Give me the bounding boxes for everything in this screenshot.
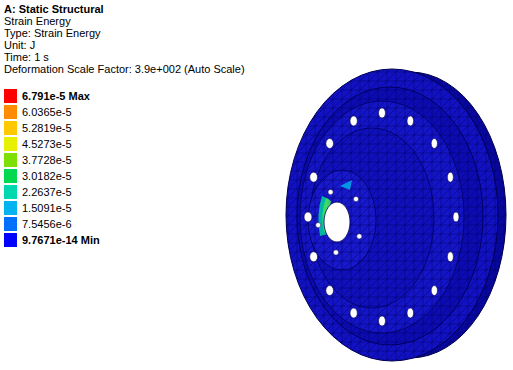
vent-hole <box>447 172 453 182</box>
legend-value: 4.5273e-5 <box>22 138 72 150</box>
legend-swatch <box>4 105 17 119</box>
vent-hole <box>453 212 459 222</box>
analysis-title: A: Static Structural <box>4 3 104 15</box>
vent-hole <box>326 138 334 148</box>
lug-hole <box>357 234 362 239</box>
legend-value: 2.2637e-5 <box>22 186 72 198</box>
vent-hole <box>447 252 453 262</box>
legend-swatch <box>4 137 17 151</box>
legend-value: 3.0182e-5 <box>22 170 72 182</box>
lug-hole <box>316 222 321 227</box>
legend-value: 6.0365e-5 <box>22 106 72 118</box>
vent-hole <box>350 116 357 126</box>
wheel <box>270 65 510 365</box>
legend-value: 6.791e-5 Max <box>22 90 90 102</box>
lug-hole <box>333 250 338 255</box>
vent-hole <box>304 212 312 222</box>
vent-hole <box>310 172 318 182</box>
legend-value: 5.2819e-5 <box>22 122 72 134</box>
legend-swatch <box>4 153 17 167</box>
legend-swatch <box>4 233 17 247</box>
result-info: Strain Energy <box>4 15 71 27</box>
legend-value: 1.5091e-5 <box>22 202 72 214</box>
result-info: Type: Strain Energy <box>4 27 101 39</box>
legend-swatch <box>4 121 17 135</box>
vent-hole <box>326 286 334 296</box>
result-info: Time: 1 s <box>4 51 49 63</box>
vent-hole <box>310 252 318 262</box>
legend-value: 7.5456e-6 <box>22 218 72 230</box>
lug-hole <box>328 189 333 194</box>
legend-swatch <box>4 169 17 183</box>
vent-hole <box>407 116 414 126</box>
vent-hole <box>431 286 437 296</box>
legend-value: 3.7728e-5 <box>22 154 72 166</box>
vent-hole <box>407 308 414 318</box>
legend-swatch <box>4 185 17 199</box>
lug-hole <box>353 196 358 201</box>
vent-hole <box>431 138 437 148</box>
result-info: Deformation Scale Factor: 3.9e+002 (Auto… <box>4 63 245 75</box>
legend-swatch <box>4 89 17 103</box>
legend-value: 9.7671e-14 Min <box>22 234 100 246</box>
legend-swatch <box>4 201 17 215</box>
vent-hole <box>379 108 386 118</box>
result-info: Unit: J <box>4 39 35 51</box>
vent-hole <box>379 316 386 326</box>
legend-swatch <box>4 217 17 231</box>
vent-hole <box>350 308 357 318</box>
